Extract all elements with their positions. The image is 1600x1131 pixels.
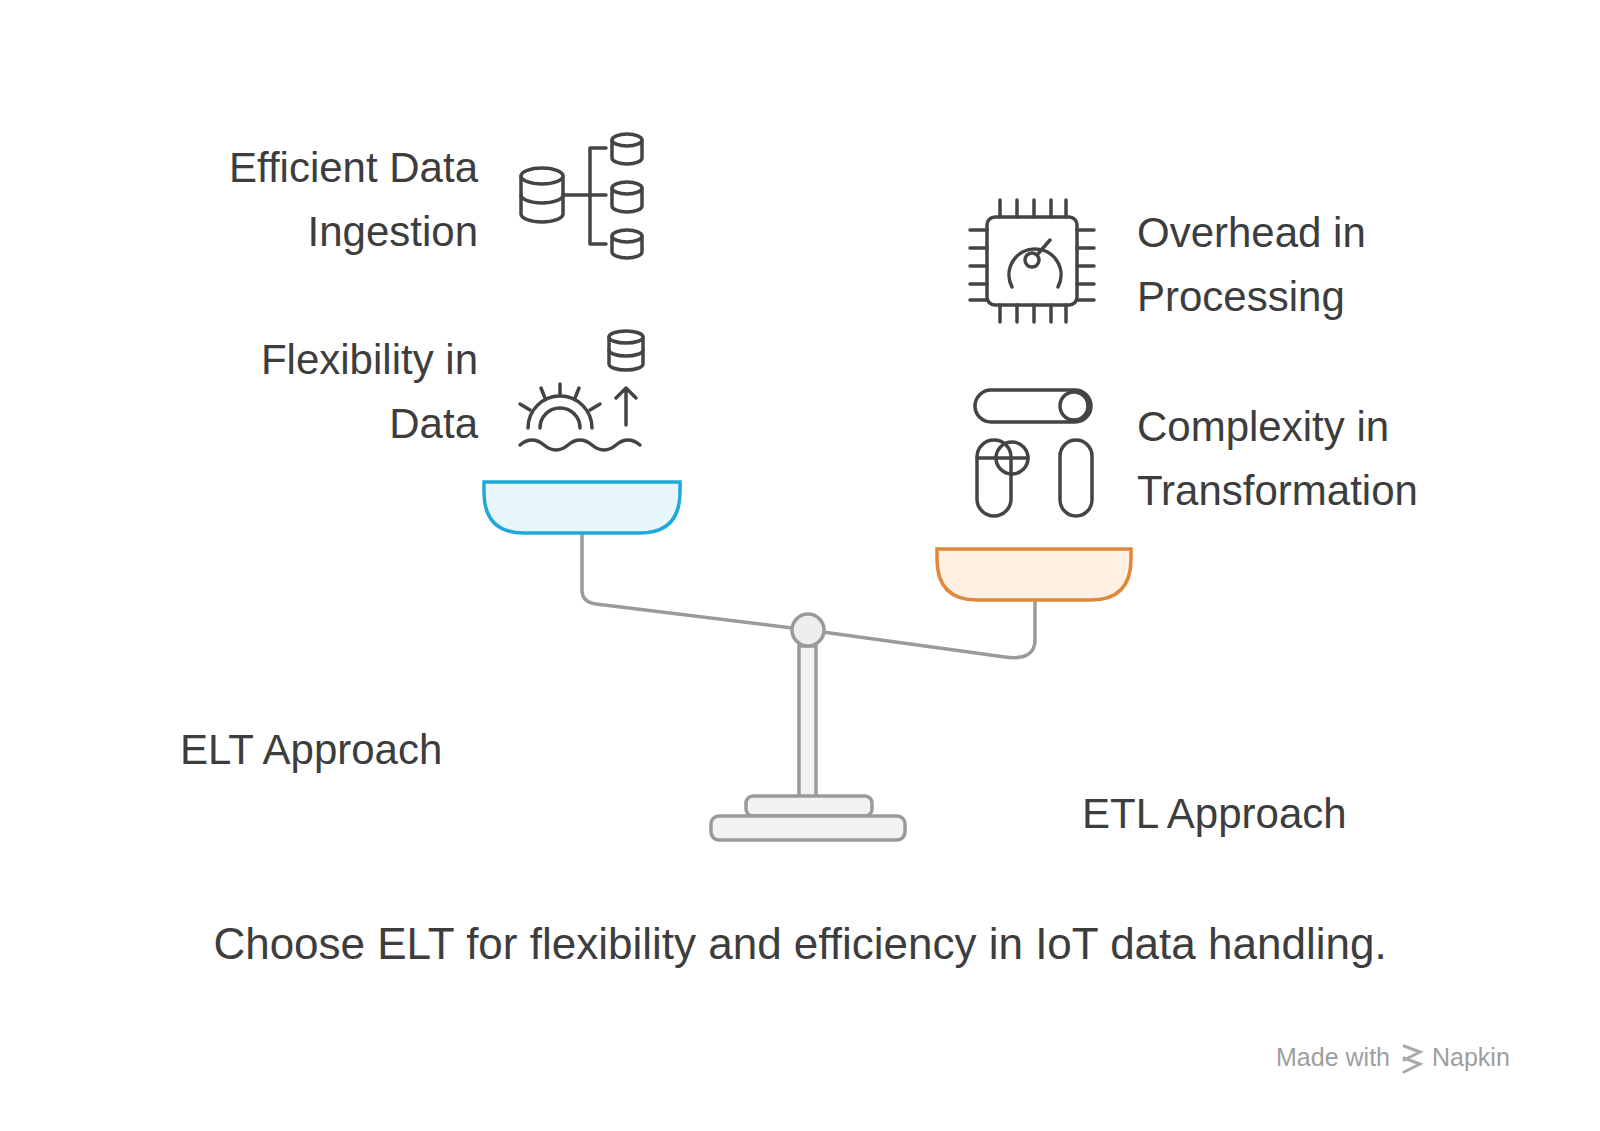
benefit-label: Efficient Data Ingestion: [188, 136, 478, 264]
drawback-label: Complexity in Transformation: [1137, 395, 1442, 523]
watermark-text: Napkin: [1432, 1042, 1582, 1072]
balance-scale: [484, 482, 1131, 840]
approach-label: ETL Approach: [1082, 786, 1482, 842]
data-lake-icon: [520, 331, 643, 450]
etl-pan: [937, 549, 1131, 600]
toggle-icon: [975, 390, 1092, 516]
watermark-text: Made with: [1190, 1042, 1390, 1072]
icons: [520, 134, 1094, 516]
database-split-icon: [521, 134, 642, 258]
watermark-logo: [1404, 1046, 1420, 1072]
drawback-label: Overhead in Processing: [1137, 201, 1442, 329]
caption: Choose ELT for flexibility and efficienc…: [120, 912, 1480, 976]
processor-icon: [970, 200, 1094, 322]
elt-pan: [484, 482, 680, 533]
benefit-label: Flexibility in Data: [188, 328, 478, 456]
approach-label: ELT Approach: [180, 722, 580, 778]
